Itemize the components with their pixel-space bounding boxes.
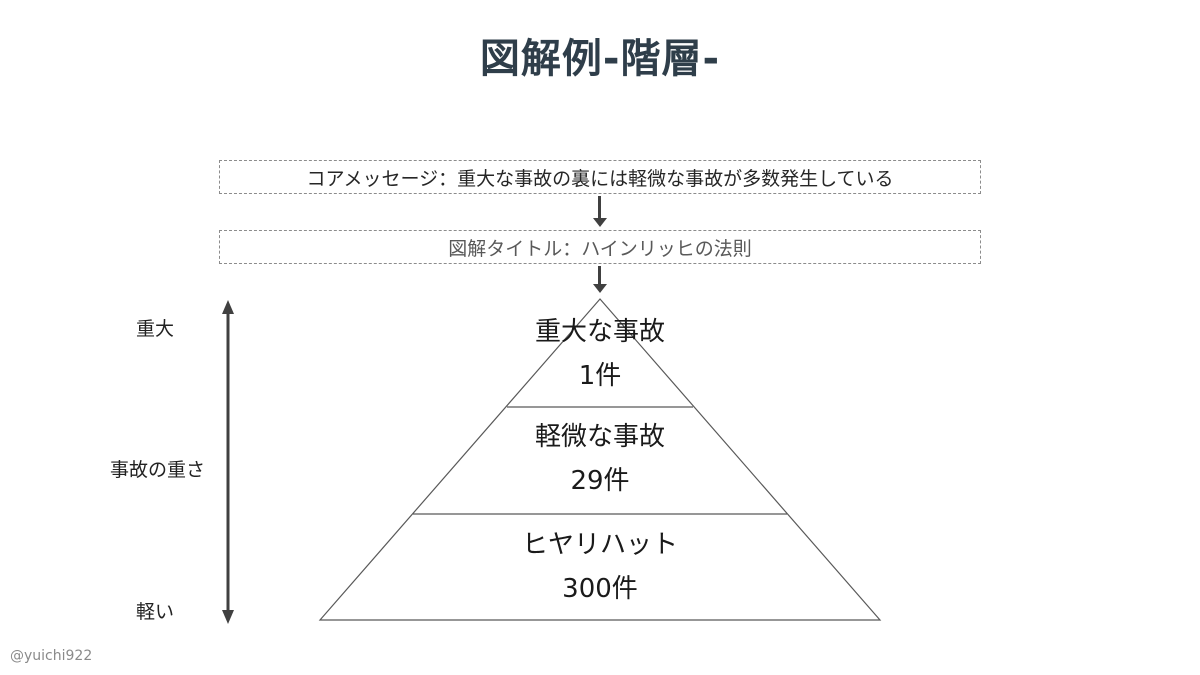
pyramid-tier-bottom: ヒヤリハット 300件 (450, 523, 750, 611)
watermark: @yuichi922 (10, 648, 93, 664)
arrow-down-icon (593, 196, 607, 228)
tier-count: 300件 (562, 574, 638, 604)
tier-name: 重大な事故 (534, 317, 665, 347)
pyramid-tier-top: 重大な事故 1件 (450, 310, 750, 398)
pyramid-outline (318, 298, 882, 621)
scale-label-bottom: 軽い (136, 601, 175, 623)
core-message-box: コアメッセージ：重大な事故の裏には軽微な事故が多数発生している (219, 160, 981, 194)
pyramid-tier-middle: 軽微な事故 29件 (450, 415, 750, 503)
scale-arrow-down-icon (222, 610, 234, 624)
scale-label-middle: 事故の重さ (110, 459, 206, 481)
arrow-down-icon (593, 266, 607, 294)
tier-count: 29件 (570, 466, 630, 496)
tier-count: 1件 (578, 361, 622, 391)
diagram-title-text: 図解タイトル：ハインリッヒの法則 (448, 237, 752, 260)
page-title: 図解例-階層- (479, 36, 721, 82)
core-message-text: コアメッセージ：重大な事故の裏には軽微な事故が多数発生している (306, 167, 894, 190)
tier-name: ヒヤリハット (521, 530, 678, 560)
scale-arrow-up-icon (222, 300, 234, 314)
scale-label-top: 重大 (136, 318, 175, 340)
diagram-title-box: 図解タイトル：ハインリッヒの法則 (219, 230, 981, 264)
tier-name: 軽微な事故 (534, 422, 665, 452)
